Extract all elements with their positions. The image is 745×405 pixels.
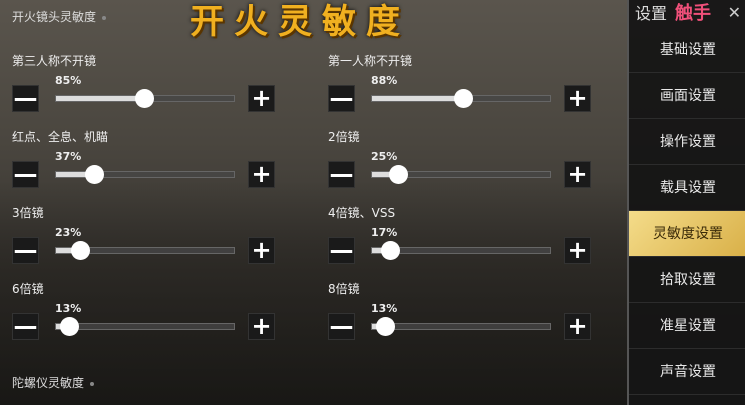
slider-handle[interactable] [380, 241, 400, 260]
sidebar-header: 设置 [635, 4, 668, 23]
sensitivity-slider[interactable] [55, 317, 235, 336]
slider-value: 13% [371, 302, 398, 315]
settings-sidebar: 设置 触手 ✕ 基础设置画面设置操作设置载具设置灵敏度设置拾取设置准星设置声音设… [627, 0, 745, 405]
slider-label: 红点、全息、机瞄 [12, 130, 109, 144]
slider-label: 4倍镜、VSS [328, 206, 396, 220]
sidebar-item[interactable]: 灵敏度设置 [629, 211, 745, 257]
decrease-button[interactable]: — [12, 236, 39, 264]
sidebar-item[interactable]: 拾取设置 [629, 257, 745, 303]
sidebar-item[interactable]: 基础设置 [629, 27, 745, 73]
slider-handle[interactable] [60, 317, 80, 336]
decrease-button[interactable]: — [328, 160, 355, 188]
sensitivity-slider[interactable] [371, 165, 551, 184]
slider-label: 3倍镜 [12, 206, 44, 220]
slider-label: 8倍镜 [328, 282, 360, 296]
sensitivity-slider[interactable] [55, 89, 235, 108]
section-title: 陀螺仪灵敏度 [12, 376, 85, 390]
decrease-button[interactable]: — [12, 84, 39, 112]
sidebar-item[interactable]: 声音设置 [629, 349, 745, 395]
increase-button[interactable]: + [564, 161, 591, 188]
sensitivity-slider[interactable] [55, 241, 235, 260]
slider-value: 17% [371, 226, 398, 239]
close-icon[interactable]: ✕ [727, 3, 741, 22]
slider-handle[interactable] [134, 89, 154, 108]
decrease-button[interactable]: — [12, 312, 39, 340]
section-gyro-sensitivity: 陀螺仪灵敏度 [12, 374, 95, 391]
sidebar-item[interactable]: 画面设置 [629, 73, 745, 119]
slider-handle[interactable] [376, 317, 396, 336]
decrease-button[interactable]: — [328, 312, 355, 340]
slider-value: 25% [371, 150, 398, 163]
slider-value: 13% [55, 302, 82, 315]
slider-label: 6倍镜 [12, 282, 44, 296]
slider-label: 第三人称不开镜 [12, 54, 97, 68]
sensitivity-slider[interactable] [371, 89, 551, 108]
chushou-logo: 触手 [675, 3, 711, 24]
decrease-button[interactable]: — [12, 160, 39, 188]
slider-handle[interactable] [453, 89, 473, 108]
sidebar-item[interactable]: 操作设置 [629, 119, 745, 165]
decrease-button[interactable]: — [328, 236, 355, 264]
slider-value: 23% [55, 226, 82, 239]
increase-button[interactable]: + [248, 161, 275, 188]
slider-label: 第一人称不开镜 [328, 54, 413, 68]
increase-button[interactable]: + [564, 313, 591, 340]
slider-handle[interactable] [388, 165, 408, 184]
slider-fill [56, 172, 95, 177]
sensitivity-slider[interactable] [371, 317, 551, 336]
slider-fill [372, 96, 463, 101]
background-scene [0, 180, 627, 405]
slider-handle[interactable] [85, 165, 105, 184]
sensitivity-slider[interactable] [55, 165, 235, 184]
increase-button[interactable]: + [564, 85, 591, 112]
slider-fill [372, 172, 398, 177]
sidebar-item[interactable]: 准星设置 [629, 303, 745, 349]
sidebar-item[interactable]: 载具设置 [629, 165, 745, 211]
slider-label: 2倍镜 [328, 130, 360, 144]
slider-fill [56, 248, 80, 253]
increase-button[interactable]: + [564, 237, 591, 264]
sensitivity-slider[interactable] [371, 241, 551, 260]
section-title: 开火镜头灵敏度 [12, 10, 97, 24]
section-fire-sensitivity: 开火镜头灵敏度 [12, 8, 107, 25]
increase-button[interactable]: + [248, 85, 275, 112]
increase-button[interactable]: + [248, 237, 275, 264]
decrease-button[interactable]: — [328, 84, 355, 112]
slider-handle[interactable] [70, 241, 90, 260]
increase-button[interactable]: + [248, 313, 275, 340]
slider-value: 88% [371, 74, 398, 87]
slider-fill [56, 96, 144, 101]
slider-value: 37% [55, 150, 82, 163]
slider-value: 85% [55, 74, 82, 87]
overlay-title: 开火灵敏度 [190, 2, 410, 42]
